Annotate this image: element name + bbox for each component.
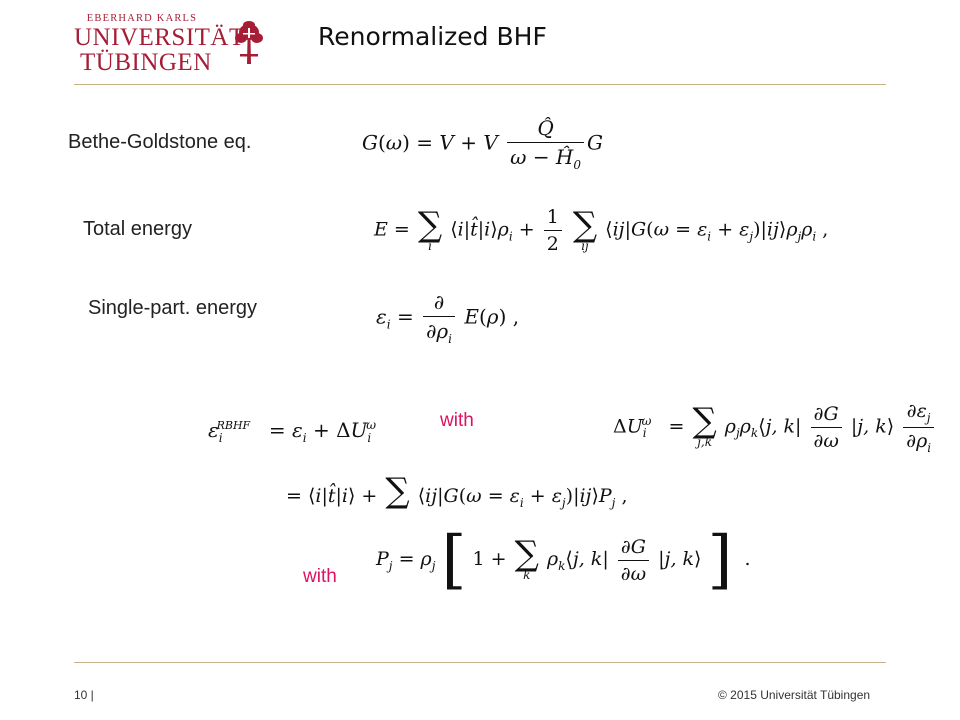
logo-line-3: TÜBINGEN bbox=[80, 48, 212, 76]
slide-title: Renormalized BHF bbox=[318, 22, 547, 51]
label-bethe-goldstone: Bethe-Goldstone eq. bbox=[68, 131, 252, 153]
copyright-notice: © 2015 Universität Tübingen bbox=[718, 688, 871, 702]
label-with-1: with bbox=[440, 410, 474, 431]
label-with-2: with bbox=[303, 566, 337, 587]
university-logo: EBERHARD KARLS UNIVERSITÄT TÜBINGEN bbox=[74, 13, 245, 76]
palm-tree-seal-icon bbox=[235, 21, 263, 64]
logo-line-2: UNIVERSITÄT bbox=[74, 23, 245, 51]
equation-rbhf-continued: = ⟨i|t̂|i⟩ + ∑ ⟨ij|G(ω = εi + εj)|ij⟩Pj … bbox=[286, 471, 628, 511]
logo-line-1: EBERHARD KARLS bbox=[86, 13, 198, 24]
equation-delta-u: ΔUiω = ∑j,k ρjρk⟨j, k| ∂G∂ω |j, k⟩ ∂εj∂ρ… bbox=[613, 400, 937, 455]
label-total-energy: Total energy bbox=[83, 218, 192, 240]
header-divider bbox=[74, 84, 886, 85]
footer-divider bbox=[74, 662, 886, 663]
equation-rbhf: εiRBHF = εi + ΔUiω bbox=[208, 418, 377, 445]
equation-pj: Pj = ρj [ 1 + ∑k ρk⟨j, k| ∂G∂ω |j, k⟩ ] … bbox=[376, 523, 751, 597]
page-number: 10 | bbox=[74, 688, 94, 702]
equation-single-part-energy: εi = ∂∂ρi E(ρ) , bbox=[376, 290, 520, 346]
label-single-part-energy: Single-part. energy bbox=[88, 297, 257, 319]
